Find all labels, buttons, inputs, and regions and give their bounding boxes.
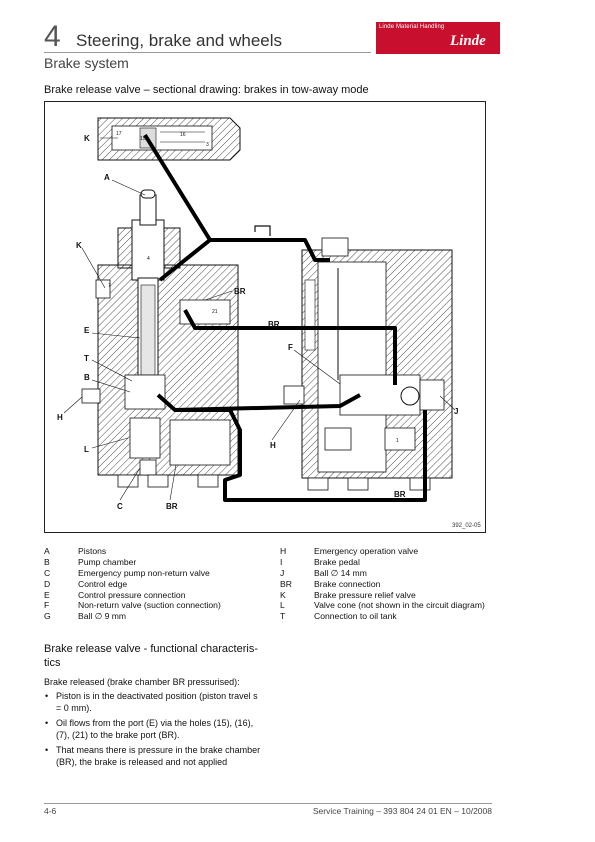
legend-text: Connection to oil tank: [314, 611, 397, 622]
legend-key: H: [280, 546, 287, 556]
legend-text: Ball ∅ 14 mm: [314, 567, 367, 578]
bullet-item: Oil flows from the port (E) via the hole…: [44, 718, 264, 741]
left-valve-body: [81, 189, 239, 488]
bullet-item: That means there is pressure in the brak…: [44, 745, 264, 768]
label-t: T: [84, 354, 89, 363]
legend-text: Emergency pump non-return valve: [78, 567, 210, 578]
legend-item: J Ball ∅ 14 mm: [280, 568, 485, 579]
relief-valve-detail: [97, 117, 241, 161]
functional-lead-bold: Brake released: [44, 677, 105, 687]
footer-divider: [44, 803, 492, 804]
figure-frame: [44, 101, 486, 533]
legend-item: L Valve cone (not shown in the circuit di…: [280, 600, 485, 611]
brand-tagline: Linde Material Handling: [379, 24, 445, 30]
legend-item: F Non-return valve (suction connection): [44, 600, 221, 611]
label-e: E: [84, 326, 90, 335]
functional-bullet-list: Piston is in the deactivated position (p…: [44, 691, 264, 772]
legend-item: I Brake pedal: [280, 557, 485, 568]
functional-heading: Brake release valve - functional charact…: [44, 643, 258, 669]
part-number-3: 3: [206, 142, 209, 148]
label-b: B: [84, 373, 90, 382]
legend-key: C: [44, 567, 51, 578]
part-number-21: 21: [212, 309, 218, 315]
brand-banner: [376, 22, 500, 54]
part-number-7: 7: [108, 283, 111, 289]
legend-text: Ball ∅ 9 mm: [78, 611, 127, 622]
legend-text: Pistons: [78, 546, 107, 556]
legend-left-column: A Pistons B Pump chamber C Emergency pump n…: [44, 546, 221, 622]
functional-lead: Brake released (brake chamber BR pressur…: [44, 677, 240, 687]
legend-text: Brake connection: [314, 578, 381, 589]
legend-text: Non-return valve (suction connection): [78, 600, 221, 611]
legend-item: K Brake pressure relief valve: [280, 590, 485, 601]
legend-text: Brake pedal: [314, 556, 360, 567]
legend-item: D Control edge: [44, 579, 221, 590]
legend-key: B: [44, 556, 50, 567]
legend-key: F: [44, 600, 50, 611]
legend-item: G Ball ∅ 9 mm: [44, 611, 221, 622]
legend-key: A: [44, 546, 50, 556]
label-h-left: H: [57, 413, 63, 422]
legend-key: BR: [280, 578, 292, 589]
label-k-top: K: [84, 134, 90, 143]
figure-title: Brake release valve – sectional drawing:…: [44, 84, 369, 96]
legend-text: Pump chamber: [78, 556, 137, 567]
part-number-15: 15: [140, 136, 146, 142]
brand-logo: Linde: [450, 33, 486, 49]
legend-key: T: [280, 611, 286, 622]
footer-document-id: Service Training – 393 804 24 01 EN – 10…: [312, 806, 492, 816]
legend-item: B Pump chamber: [44, 557, 221, 568]
part-number-1: 1: [396, 438, 399, 444]
legend-key: G: [44, 611, 51, 622]
section-title: Brake system: [44, 55, 129, 71]
oil-lines: [143, 133, 427, 502]
legend-item: C Emergency pump non-return valve: [44, 568, 221, 579]
figure-reference: 392_02-05: [452, 523, 481, 529]
legend-item: T Connection to oil tank: [280, 611, 485, 622]
legend-item: A Pistons: [44, 546, 221, 557]
legend-key: D: [44, 578, 51, 589]
legend-text: Valve cone (not shown in the circuit dia…: [314, 600, 485, 611]
label-br-bottom: BR: [166, 502, 178, 511]
legend-text: Control pressure connection: [78, 589, 186, 600]
part-number-16: 16: [180, 132, 186, 138]
legend-key: J: [280, 567, 285, 578]
legend-item: BR Brake connection: [280, 579, 485, 590]
legend-key: K: [280, 589, 286, 600]
part-number-17: 17: [116, 131, 122, 137]
label-l: L: [84, 445, 89, 454]
legend-key: I: [280, 556, 283, 567]
legend-item: E Control pressure connection: [44, 590, 221, 601]
legend-text: Brake pressure relief valve: [314, 589, 416, 600]
legend-key: L: [280, 600, 285, 611]
label-k-left: K: [76, 241, 82, 250]
bullet-item: Piston is in the deactivated position (p…: [44, 691, 264, 714]
right-valve-body: [283, 237, 453, 491]
label-a: A: [104, 173, 110, 182]
header-divider: [44, 52, 371, 53]
label-br-bottom-right: BR: [394, 490, 406, 499]
part-number-4: 4: [147, 256, 150, 262]
label-h-mid: H: [270, 441, 276, 450]
label-c: C: [117, 502, 123, 511]
chapter-number: 4: [44, 20, 61, 53]
functional-lead-rest: (brake chamber BR pressurised):: [104, 677, 240, 687]
label-br-mid: BR: [268, 320, 280, 329]
chapter-title: Steering, brake and wheels: [76, 31, 283, 50]
legend-text: Control edge: [78, 578, 128, 589]
legend-key: E: [44, 589, 50, 600]
footer-page-number: 4-6: [44, 806, 57, 816]
label-j: J: [454, 407, 458, 416]
legend-text: Emergency operation valve: [314, 546, 419, 556]
legend-item: H Emergency operation valve: [280, 546, 485, 557]
label-f: F: [288, 343, 293, 352]
label-br-top: BR: [234, 287, 246, 296]
